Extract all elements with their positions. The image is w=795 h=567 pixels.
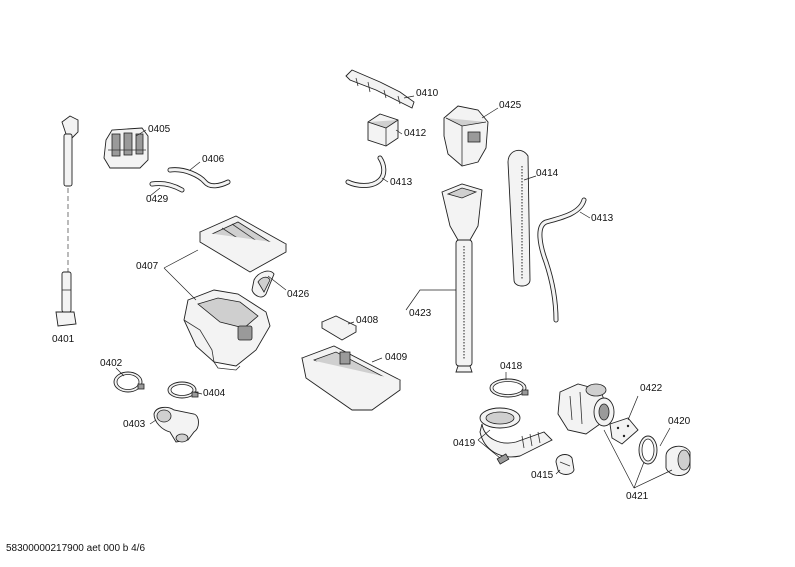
label-0422: 0422 bbox=[640, 383, 663, 394]
part-0409-tray bbox=[300, 345, 401, 411]
label-0408: 0408 bbox=[356, 315, 379, 326]
label-0402: 0402 bbox=[100, 358, 123, 369]
label-0418: 0418 bbox=[500, 361, 523, 372]
label-0423: 0423 bbox=[409, 308, 432, 319]
part-0420-filter bbox=[665, 445, 691, 476]
part-0403-elbow bbox=[153, 406, 199, 443]
part-0410-bracket bbox=[345, 69, 415, 109]
label-0413-left: 0413 bbox=[390, 177, 413, 188]
part-0419-sump bbox=[479, 407, 553, 465]
label-0403: 0403 bbox=[123, 419, 146, 430]
part-0421-plate bbox=[609, 417, 639, 445]
label-0421: 0421 bbox=[626, 491, 649, 502]
part-0407-drawer-housing bbox=[183, 289, 271, 371]
label-0420: 0420 bbox=[668, 416, 691, 427]
label-0425: 0425 bbox=[499, 100, 522, 111]
label-0407: 0407 bbox=[136, 261, 159, 272]
part-0401-hose bbox=[55, 115, 79, 327]
part-0425-housing bbox=[443, 105, 489, 167]
label-0409: 0409 bbox=[385, 352, 408, 363]
part-0414-corrugated-hose bbox=[507, 149, 531, 287]
label-0410: 0410 bbox=[416, 88, 439, 99]
part-0421-ring bbox=[638, 435, 658, 465]
label-0405: 0405 bbox=[148, 124, 171, 135]
label-0401: 0401 bbox=[52, 334, 75, 345]
part-0423-drain-tube bbox=[441, 183, 483, 373]
part-0402-clamp bbox=[113, 371, 145, 393]
label-0414: 0414 bbox=[536, 168, 559, 179]
document-reference: 58300000217900 aet 000 b 4/6 bbox=[6, 543, 146, 554]
label-0415: 0415 bbox=[531, 470, 554, 481]
part-0426-flap bbox=[251, 270, 275, 298]
label-0404: 0404 bbox=[203, 388, 226, 399]
label-0426: 0426 bbox=[287, 289, 310, 300]
label-0412: 0412 bbox=[404, 128, 427, 139]
part-0415-clip bbox=[555, 454, 575, 475]
label-0413-right: 0413 bbox=[591, 213, 614, 224]
part-0404-clamp bbox=[167, 381, 199, 399]
label-0419: 0419 bbox=[453, 438, 476, 449]
part-0407-drawer-insert bbox=[199, 215, 287, 273]
part-0405-valve-block bbox=[103, 127, 149, 169]
label-0406: 0406 bbox=[202, 154, 225, 165]
leader-lines bbox=[115, 95, 673, 489]
part-0429-hose bbox=[149, 181, 185, 193]
part-0418-clamp bbox=[489, 378, 529, 398]
part-0413-hose-small bbox=[345, 155, 387, 188]
part-0413-hose-long bbox=[537, 197, 587, 323]
part-0412-module bbox=[367, 113, 399, 147]
part-0408-cover bbox=[321, 315, 357, 341]
part-0406-hose bbox=[167, 167, 231, 189]
label-0429: 0429 bbox=[146, 194, 169, 205]
part-0422-pump bbox=[557, 383, 615, 435]
